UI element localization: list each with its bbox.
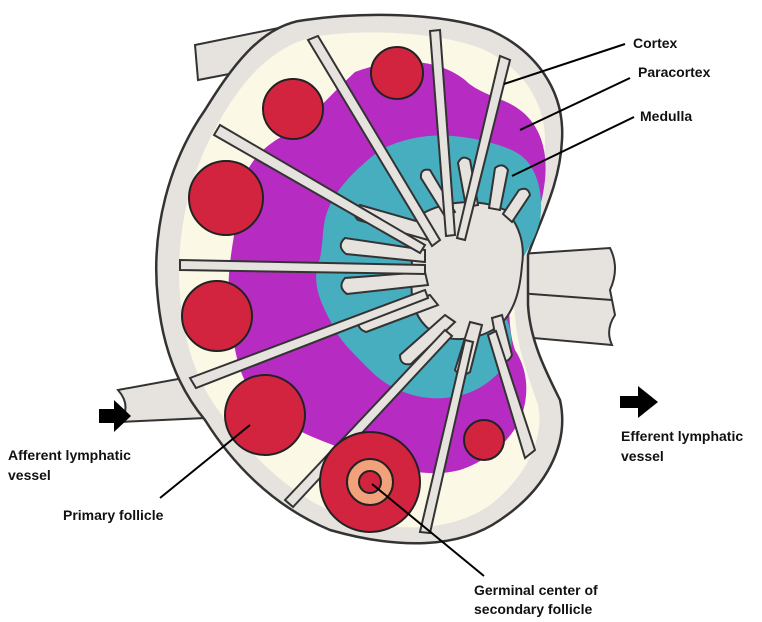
label-efferent-line1: Efferent lymphatic [621,428,743,444]
efferent-arrow [620,386,658,418]
follicle-top-left [263,79,323,139]
label-medulla: Medulla [640,108,692,124]
label-efferent-line2: vessel [621,448,664,464]
label-afferent-line1: Afferent lymphatic [8,447,131,463]
label-germinal-line1: Germinal center of [474,582,598,598]
primary-follicle [225,375,305,455]
label-primary-follicle: Primary follicle [63,507,164,523]
label-paracortex: Paracortex [638,64,711,80]
follicle-left-upper [189,161,263,235]
follicle-left-lower [182,281,252,351]
label-germinal-line2: secondary follicle [474,601,592,617]
follicle-top-right [371,47,423,99]
follicle-bottom-right [464,420,504,460]
label-cortex: Cortex [633,35,678,51]
label-afferent-line2: vessel [8,467,51,483]
